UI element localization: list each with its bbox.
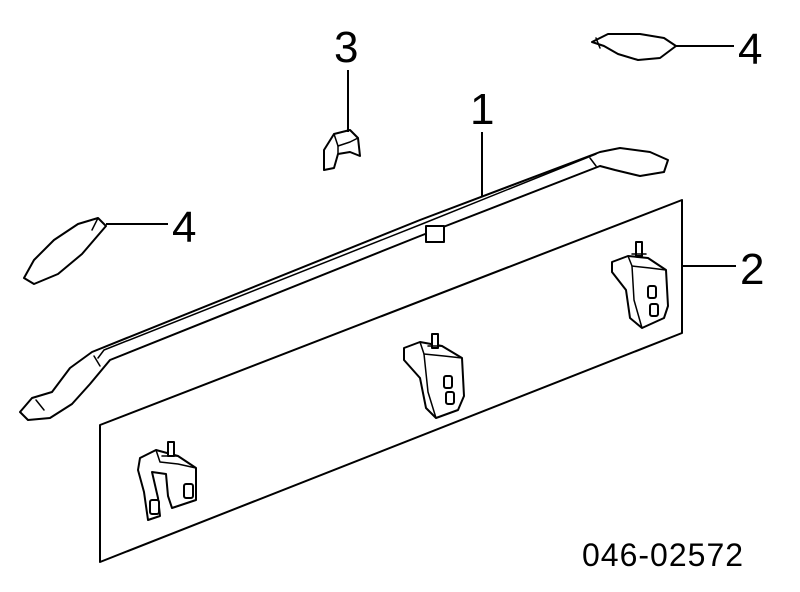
end-cover-right — [591, 33, 677, 61]
callout-clip: 3 — [334, 23, 358, 72]
callout-cover-left: 4 — [172, 203, 196, 252]
mounting-panel — [99, 199, 683, 563]
roof-rail — [19, 147, 669, 421]
bracket-left — [137, 441, 197, 521]
diagram-part-number: 046-02572 — [582, 537, 744, 573]
bracket-right — [611, 241, 669, 329]
bracket-middle — [403, 333, 465, 419]
rail-clip — [323, 129, 361, 171]
callout-cover-right: 4 — [738, 25, 762, 74]
end-cover-left — [23, 217, 107, 285]
callout-rail: 1 — [470, 85, 494, 134]
callout-panel: 2 — [740, 245, 764, 294]
